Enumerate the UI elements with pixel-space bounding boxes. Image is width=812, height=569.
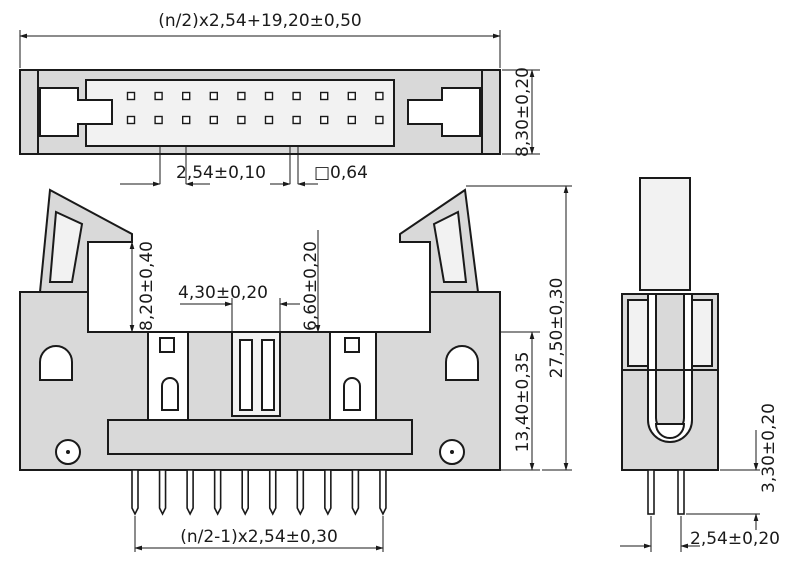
front-pin bbox=[324, 469, 332, 516]
dim-pin-square: □0,64 bbox=[314, 163, 368, 183]
top-pin bbox=[154, 115, 163, 125]
top-pin bbox=[320, 91, 329, 101]
front-pin bbox=[241, 469, 249, 516]
dim-top-height: 8,30±0,20 bbox=[513, 67, 533, 157]
top-pin bbox=[126, 91, 136, 101]
top-pin bbox=[375, 91, 384, 101]
dim-overall-length: (n/2)x2,54+19,20±0,50 bbox=[158, 11, 362, 31]
top-pin bbox=[181, 115, 191, 125]
dim-row-pitch: 2,54±0,20 bbox=[690, 529, 780, 549]
dim-key-width: 4,30±0,20 bbox=[178, 283, 268, 303]
top-view bbox=[19, 69, 501, 184]
dim-key-depth: 6,60±0,20 bbox=[301, 241, 321, 331]
front-pin bbox=[351, 469, 360, 516]
front-pins bbox=[131, 469, 387, 516]
top-pin bbox=[347, 91, 356, 101]
top-pin bbox=[347, 115, 356, 125]
front-pin bbox=[158, 469, 167, 516]
top-pin bbox=[264, 91, 274, 101]
front-pin bbox=[379, 469, 387, 516]
top-pin bbox=[181, 91, 191, 101]
dim-latch-depth: 8,20±0,40 bbox=[137, 241, 157, 331]
top-pin bbox=[264, 115, 274, 125]
top-pin bbox=[209, 115, 219, 125]
dim-pin-row-span: (n/2-1)x2,54±0,30 bbox=[180, 527, 338, 547]
top-pin bbox=[154, 91, 163, 101]
dim-pitch: 2,54±0,10 bbox=[176, 163, 266, 183]
front-pin bbox=[213, 469, 222, 516]
top-pin-array bbox=[126, 91, 384, 125]
side-view bbox=[621, 177, 719, 515]
top-pin bbox=[320, 115, 329, 125]
dim-body-height: 13,40±0,35 bbox=[513, 352, 533, 453]
dim-total-height: 27,50±0,30 bbox=[547, 278, 567, 379]
top-pin bbox=[237, 91, 246, 101]
front-pin bbox=[186, 469, 194, 516]
front-view bbox=[19, 188, 501, 516]
top-pin bbox=[126, 115, 136, 125]
top-pin bbox=[209, 91, 219, 101]
top-pin bbox=[237, 115, 246, 125]
top-pin bbox=[375, 115, 384, 125]
front-pin bbox=[296, 469, 305, 516]
top-pin bbox=[292, 91, 301, 101]
dim-side-tail: 3,30±0,20 bbox=[759, 403, 779, 493]
top-pin bbox=[292, 115, 301, 125]
front-pin bbox=[268, 469, 277, 516]
front-pin bbox=[131, 469, 139, 516]
